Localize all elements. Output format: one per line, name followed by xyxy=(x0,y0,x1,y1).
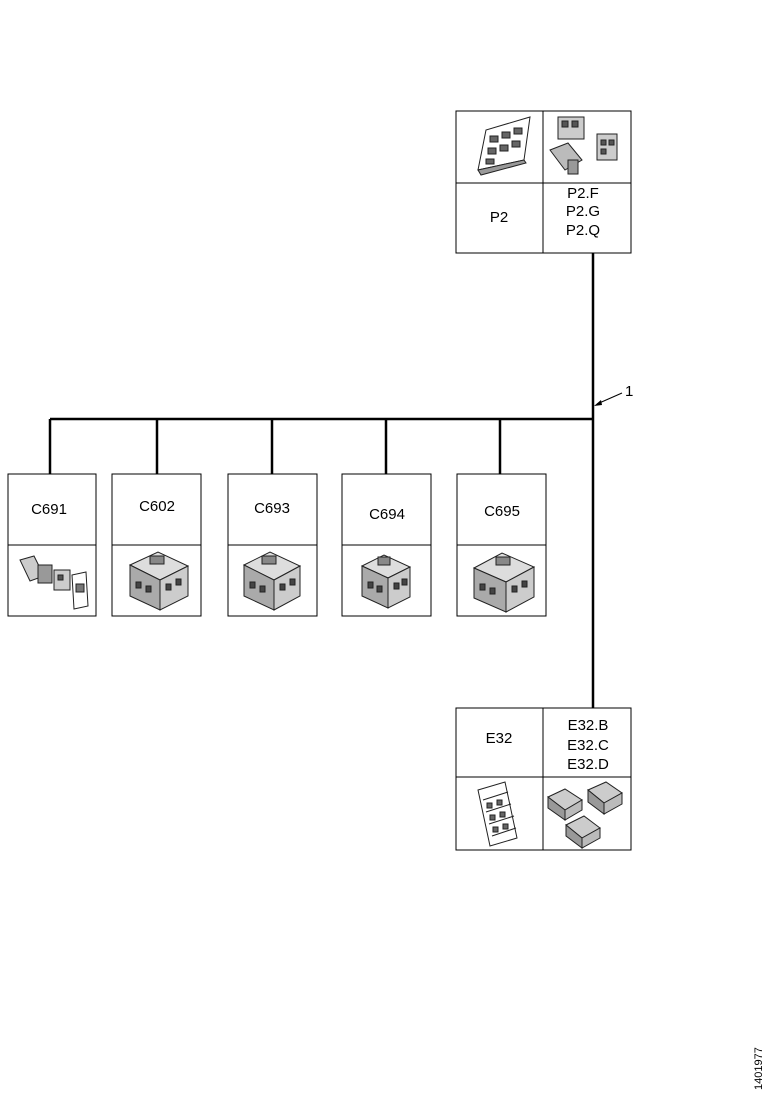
multi-pin-connector-icon xyxy=(472,552,536,613)
connector-main-label: E32 xyxy=(486,730,513,747)
branch-connector-c602: C602 xyxy=(111,473,202,617)
plug-connectors-icon xyxy=(549,116,618,175)
connector-sub-label: E32.C xyxy=(567,737,609,754)
callout-number: 1 xyxy=(625,383,633,400)
plug-connectors-icon xyxy=(547,781,623,849)
branch-label: C694 xyxy=(369,506,405,523)
fuse-relay-box-icon xyxy=(477,781,518,847)
connector-main-label: P2 xyxy=(490,209,508,226)
branch-connector-c691: C691 xyxy=(7,473,97,617)
multi-pin-connector-icon xyxy=(242,551,302,611)
connector-sub-label: P2.Q xyxy=(566,222,600,239)
multi-pin-connector-icon xyxy=(360,554,412,609)
multi-pin-connector-icon xyxy=(128,551,190,611)
connector-sub-label: P2.G xyxy=(566,203,600,220)
branch-connector-c694: C694 xyxy=(341,473,432,617)
branch-label: C695 xyxy=(484,503,520,520)
branch-connector-c695: C695 xyxy=(456,473,547,617)
branch-label: C691 xyxy=(31,501,67,518)
connector-sub-label: E32.B xyxy=(568,717,609,734)
callout-1: 1 xyxy=(594,383,633,406)
branch-label: C693 xyxy=(254,500,290,517)
connector-sub-label: E32.D xyxy=(567,756,609,773)
branch-label: C602 xyxy=(139,498,175,515)
connector-block-p2: P2 P2.F P2.G P2.Q xyxy=(455,110,632,254)
branch-connector-c693: C693 xyxy=(227,473,318,617)
callout-arrowhead xyxy=(594,400,602,406)
inline-connector-icon xyxy=(19,555,89,610)
document-number: 1401977 xyxy=(753,1047,765,1090)
connector-sub-label: P2.F xyxy=(567,185,599,202)
harness-lines xyxy=(48,253,595,708)
connector-block-e32: E32 E32.B E32.C E32.D xyxy=(455,707,632,851)
control-module-board-icon xyxy=(477,116,531,176)
